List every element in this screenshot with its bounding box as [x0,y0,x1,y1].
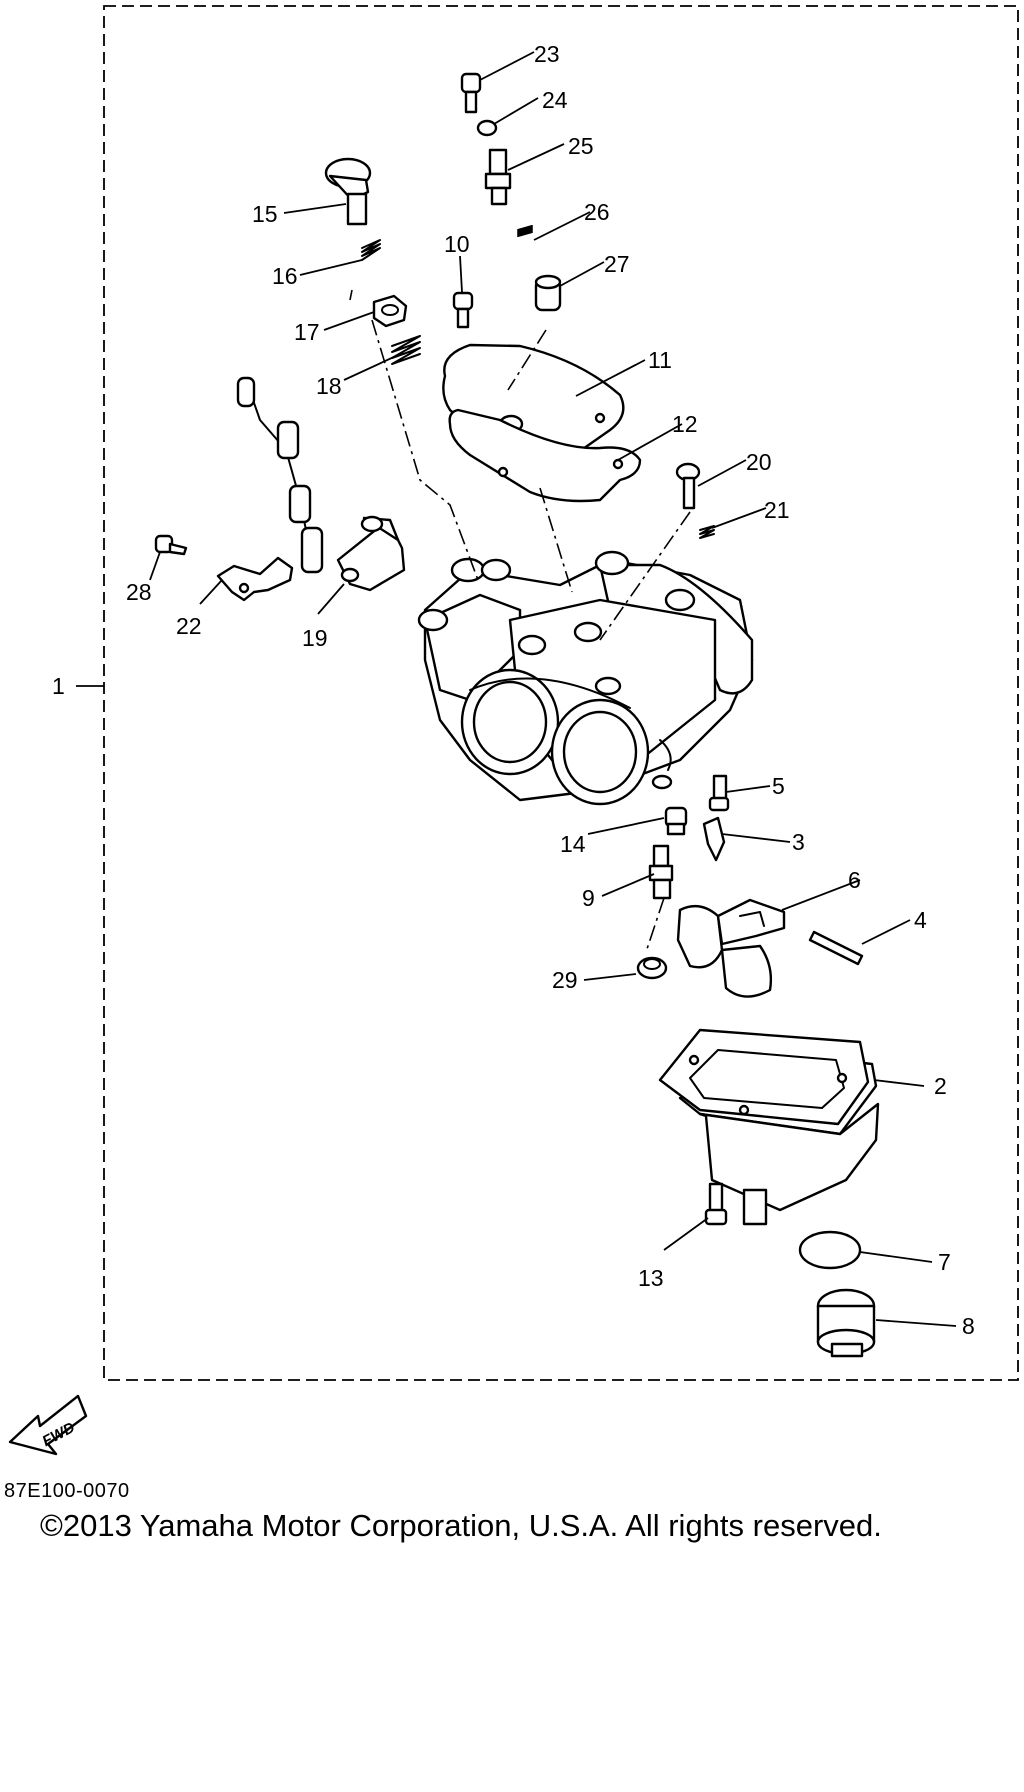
fwd-arrow-icon: FWD [8,1394,88,1456]
callout-26: 26 [584,199,610,225]
part-6-float [676,898,786,998]
callout-13: 13 [638,1265,664,1291]
callout-17: 17 [294,319,320,345]
part-20-screw [675,462,701,510]
part-8-drain-plug [816,1288,876,1358]
callout-18: 18 [316,373,342,399]
part-26-spring [517,225,533,237]
callout-10: 10 [444,231,470,257]
part-25-jet [484,148,512,206]
part-23-screw [460,72,482,114]
callout-labels: 1 2 3 4 5 6 7 8 9 10 11 12 13 14 15 16 1… [52,41,975,1339]
callout-15: 15 [252,201,278,227]
part-22-bracket [216,556,294,602]
callout-19: 19 [302,625,328,651]
callout-7: 7 [938,1249,951,1275]
callout-4: 4 [914,907,927,933]
part-24-washer [476,119,498,137]
assembly-boundary [103,5,1019,1381]
part-4-pin [808,930,864,966]
part-17-nut [372,294,408,328]
callout-16: 16 [272,263,298,289]
callout-23: 23 [534,41,560,67]
part-15-adjuster [324,157,372,226]
callout-6: 6 [848,867,861,893]
leader-lines [149,51,957,1327]
callout-12: 12 [672,411,698,437]
part-29-washer [636,956,668,980]
callout-9: 9 [582,885,595,911]
part-3-needle [702,816,726,862]
part-28-screw [154,534,188,556]
callout-2: 2 [934,1073,947,1099]
callout-24: 24 [542,87,568,113]
part-14-jet [664,806,688,836]
part-18-spring [391,335,421,365]
carburetor-body [417,550,754,806]
part-27-cap [534,274,562,312]
part-5-screw [708,774,730,812]
callout-20: 20 [746,449,772,475]
callout-8: 8 [962,1313,975,1339]
callout-25: 25 [568,133,594,159]
callout-1: 1 [52,673,65,699]
part-19-sensor [236,376,406,592]
callout-11: 11 [648,347,672,373]
callout-21: 21 [764,497,790,523]
part-9-jet [648,844,674,900]
callout-27: 27 [604,251,630,277]
part-12-gasket [448,408,642,503]
callout-14: 14 [560,831,586,857]
callout-28: 28 [126,579,152,605]
part-2-float-bowl [658,1028,880,1226]
copyright-notice: ©2013 Yamaha Motor Corporation, U.S.A. A… [40,1508,882,1543]
callout-29: 29 [552,967,578,993]
part-21-spring [699,525,715,539]
callout-5: 5 [772,773,785,799]
part-13-screw [704,1182,728,1226]
part-7-o-ring [798,1230,862,1270]
part-16-spring [361,239,381,261]
callout-3: 3 [792,829,805,855]
diagram-code: 87E100-0070 [4,1480,130,1502]
part-10-screw [452,291,474,329]
callout-22: 22 [176,613,202,639]
